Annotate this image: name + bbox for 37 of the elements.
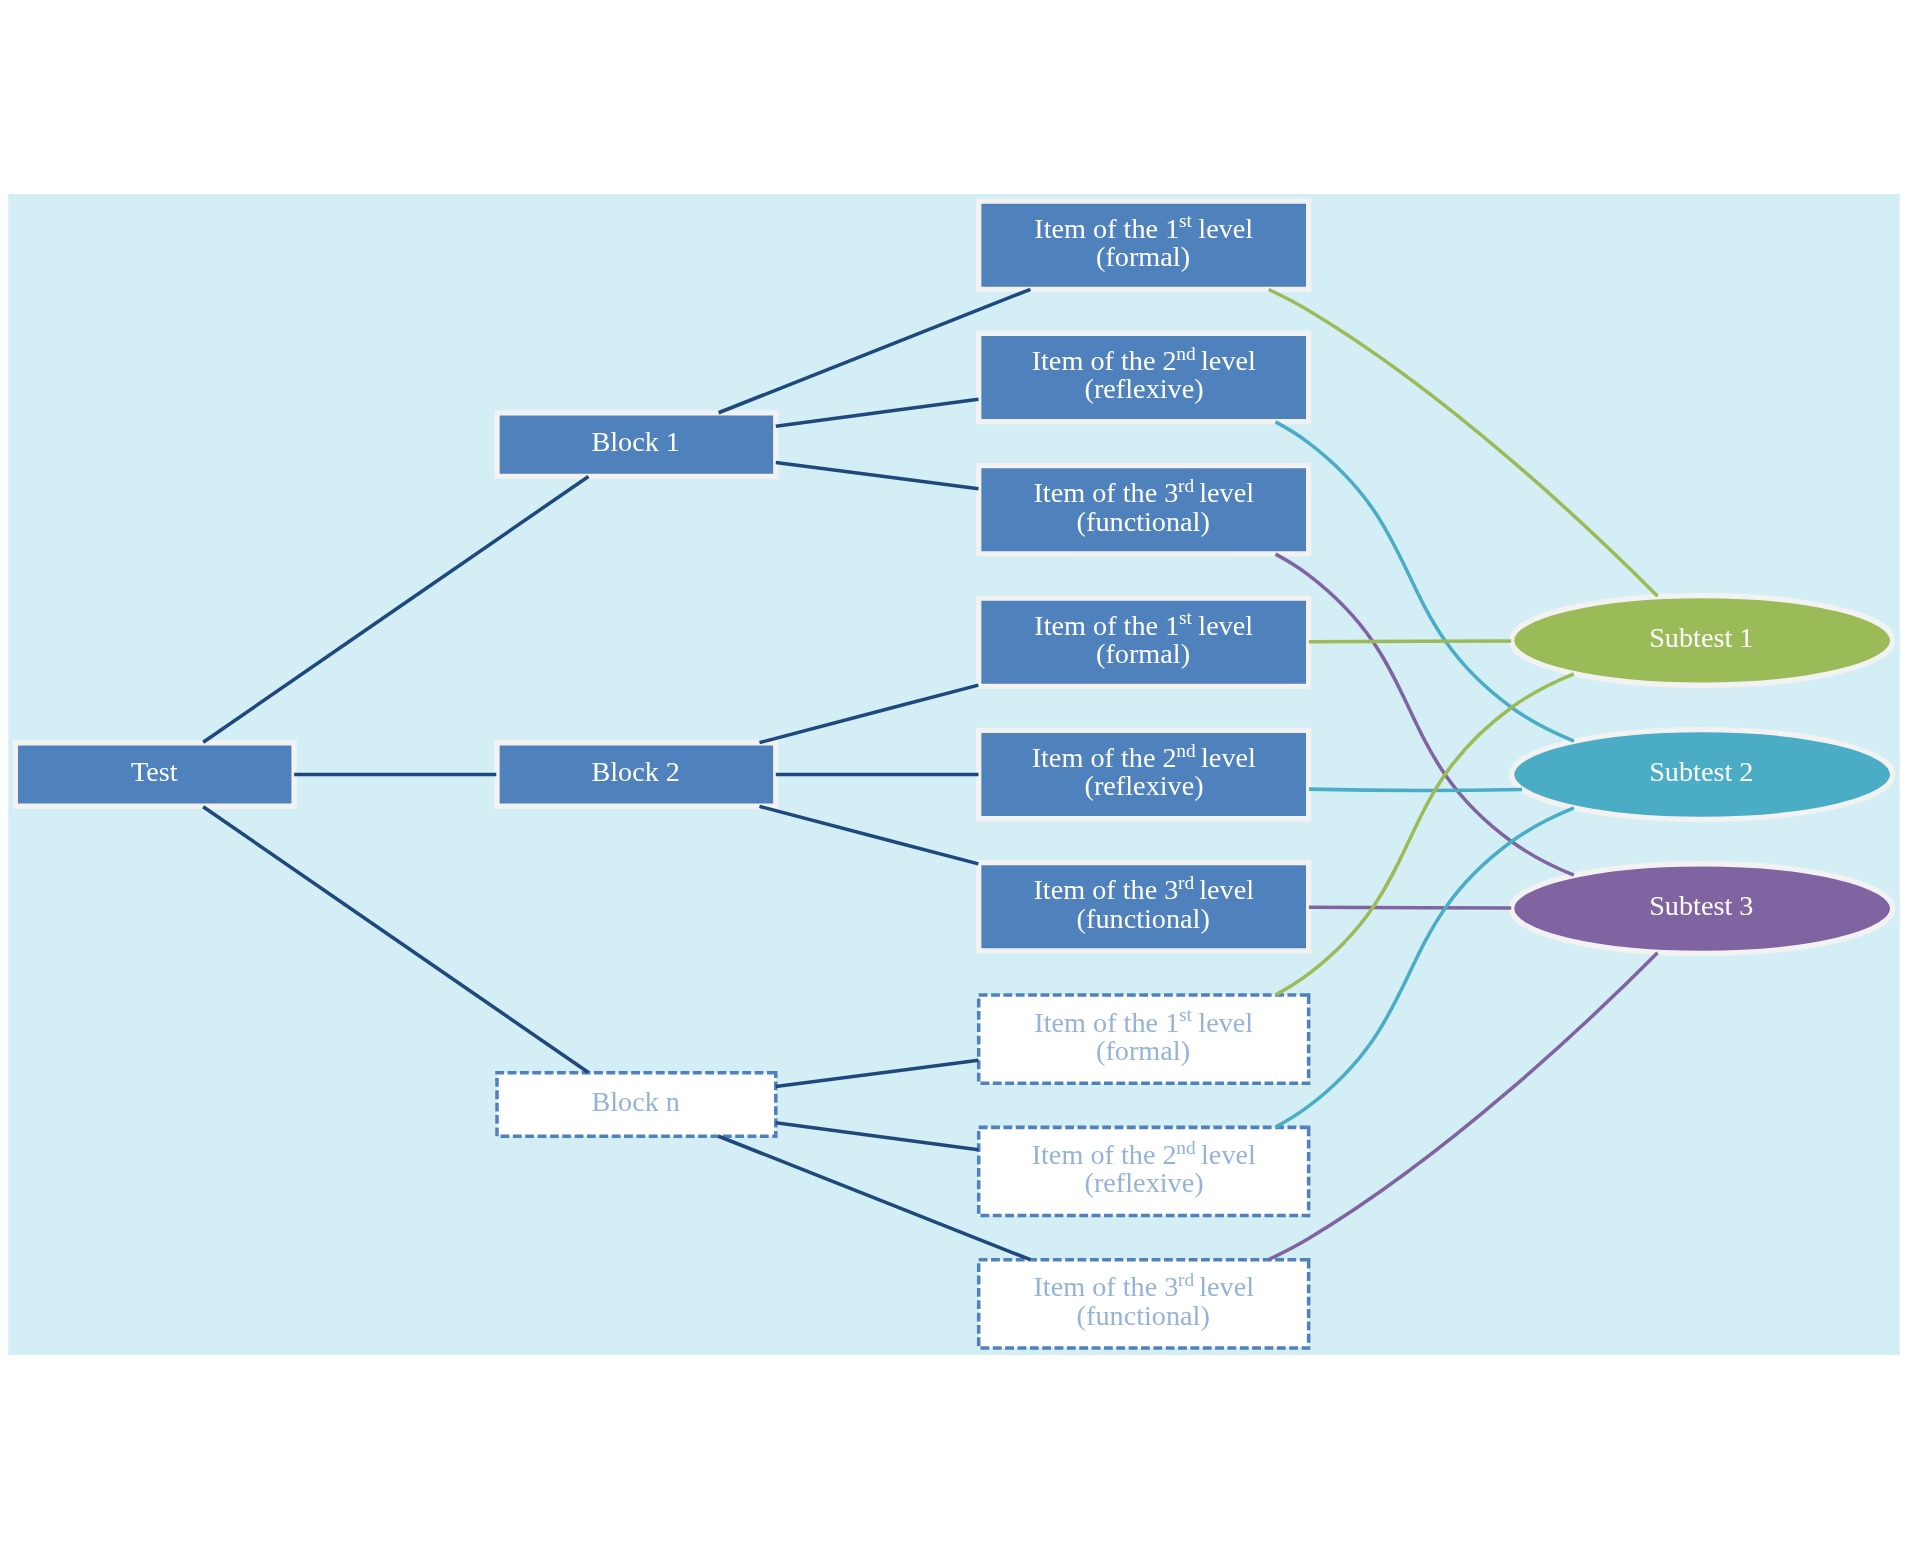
node-box: Item of the 3$^{rd}$ level (functional)	[976, 1257, 1311, 1350]
connector	[717, 287, 1032, 415]
node-box: Block n	[495, 1070, 778, 1138]
node-box: Item of the 2$^{nd}$ level (reflexive)	[976, 727, 1312, 822]
connector	[1267, 287, 1659, 598]
connector	[775, 1121, 979, 1152]
connector	[1274, 806, 1575, 1129]
node-ellipse: Subtest 3	[1508, 861, 1896, 957]
connector	[202, 805, 590, 1075]
node-ellipse: Subtest 2	[1508, 727, 1896, 822]
node-ellipse: Subtest 1	[1508, 592, 1896, 688]
node-box: Block 2	[494, 740, 779, 809]
connector	[759, 804, 979, 866]
connector	[775, 397, 979, 428]
connector	[759, 683, 979, 745]
node-box: Item of the 3$^{rd}$ level (functional)	[976, 463, 1312, 557]
connector	[1274, 552, 1575, 877]
connector	[775, 772, 979, 777]
node-box: Item of the 1$^{st}$ level (formal)	[976, 993, 1311, 1086]
connector	[717, 1134, 1032, 1262]
connector	[775, 1058, 979, 1089]
node-box: Item of the 2$^{nd}$ level (reflexive)	[976, 1125, 1311, 1218]
connector	[1274, 672, 1575, 997]
node-box: Item of the 3$^{rd}$ level (functional)	[976, 860, 1312, 954]
node-box: Item of the 1$^{st}$ level (formal)	[976, 595, 1312, 689]
connector	[1308, 787, 1523, 793]
node-box: Test	[12, 740, 297, 809]
node-box: Item of the 1$^{st}$ level (formal)	[976, 198, 1312, 292]
connector	[294, 772, 497, 777]
connector	[202, 474, 590, 744]
connector	[1267, 951, 1659, 1262]
node-box: Item of the 2$^{nd}$ level (reflexive)	[976, 330, 1312, 425]
connector	[775, 460, 979, 491]
connector	[1308, 639, 1512, 644]
connector	[1274, 420, 1575, 743]
node-box: Block 1	[494, 410, 779, 479]
connector	[1308, 905, 1512, 910]
